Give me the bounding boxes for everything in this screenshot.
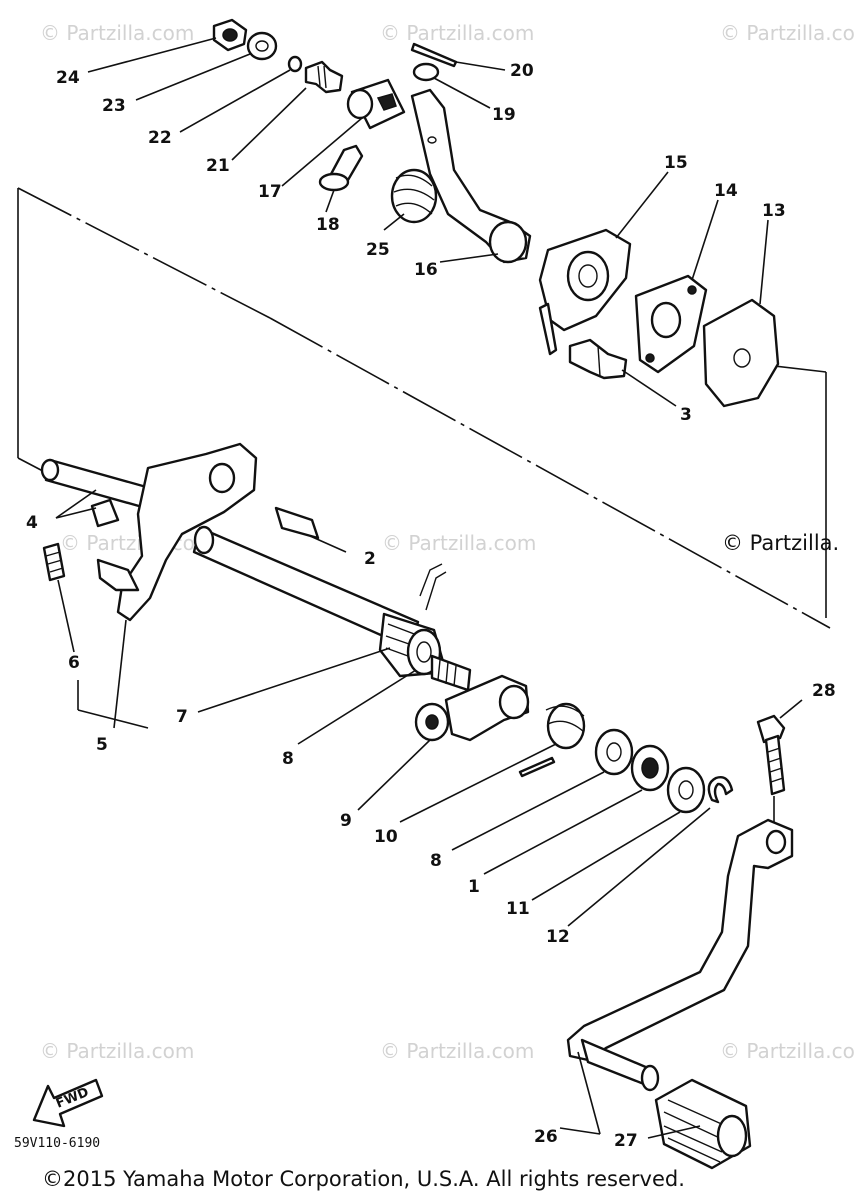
callout-23: 23 — [102, 96, 126, 116]
part-6-spring — [42, 542, 66, 582]
callout-22: 22 — [148, 128, 172, 148]
watermark-text: © Partzilla.com — [60, 531, 214, 555]
callout-4: 4 — [26, 513, 38, 533]
callout-26: 26 — [534, 1127, 558, 1147]
part-8-washer-lower — [594, 728, 634, 776]
watermark-text: © Partzilla.com — [720, 1039, 854, 1063]
part-15-cam-plate — [538, 228, 632, 356]
callout-1: 1 — [468, 877, 480, 897]
part-22-oring — [287, 55, 303, 73]
assembly-frame — [17, 187, 831, 629]
callout-11: 11 — [506, 899, 530, 919]
fwd-arrow-icon: FWD — [32, 1078, 104, 1128]
callout-2: 2 — [364, 549, 376, 569]
copyright-notice: ©2015 Yamaha Motor Corporation, U.S.A. A… — [42, 1167, 685, 1191]
part-25-spring — [390, 168, 438, 224]
part-13-segment — [702, 298, 780, 408]
part-28-bolt — [756, 714, 786, 796]
callout-28: 28 — [812, 681, 836, 701]
part-4-shift-shaft — [40, 458, 152, 510]
callout-25: 25 — [366, 240, 390, 260]
part-23-washer — [246, 31, 278, 61]
part-1-bushing — [630, 744, 670, 792]
watermark-text: © Partzilla.com — [40, 21, 194, 45]
callout-24: 24 — [56, 68, 80, 88]
part-10-spring — [518, 702, 586, 778]
leader-lines — [55, 37, 803, 1139]
watermark-text: © Partzilla.com — [380, 1039, 534, 1063]
callout-16: 16 — [414, 260, 438, 280]
callout-13: 13 — [762, 201, 786, 221]
diagram-code: 59V110-6190 — [14, 1136, 100, 1151]
part-9-lever — [444, 674, 530, 742]
watermark-text: © Partzilla.com — [380, 21, 534, 45]
callout-12: 12 — [546, 927, 570, 947]
watermark-text-dark: © Partzilla. — [722, 531, 839, 555]
callout-9: 9 — [340, 811, 352, 831]
watermarks: © Partzilla.com © Partzilla.com © Partzi… — [40, 21, 854, 1063]
callout-3: 3 — [680, 405, 692, 425]
part-2-pin — [274, 506, 320, 540]
callout-10: 10 — [374, 827, 398, 847]
part-19-washer — [412, 62, 440, 82]
callout-21: 21 — [206, 156, 230, 176]
part-18-pin — [318, 144, 364, 192]
part-9-collar — [414, 702, 450, 742]
watermark-text: © Partzilla.com — [382, 531, 536, 555]
callout-numbers: 24 23 22 21 17 18 25 16 20 19 15 14 13 3… — [26, 61, 836, 1151]
callout-14: 14 — [714, 181, 738, 201]
part-26-shift-pedal — [566, 818, 794, 1092]
part-16-shift-arm — [410, 88, 532, 264]
part-14-plate — [634, 274, 708, 374]
callout-8-lower: 8 — [430, 851, 442, 871]
callout-20: 20 — [510, 61, 534, 81]
callout-6: 6 — [68, 653, 80, 673]
part-4-bracket — [90, 498, 120, 528]
part-5-shift-lever — [96, 442, 258, 622]
callout-18: 18 — [316, 215, 340, 235]
callout-19: 19 — [492, 105, 516, 125]
callout-15: 15 — [664, 153, 688, 173]
callout-7: 7 — [176, 707, 188, 727]
watermark-text: © Partzilla.com — [40, 1039, 194, 1063]
part-20-cotter-pin — [410, 42, 458, 68]
callout-27: 27 — [614, 1131, 638, 1151]
part-27-rubber — [654, 1078, 752, 1170]
part-7-spline-end — [430, 654, 472, 692]
part-24-nut — [212, 18, 248, 52]
part-17-joint — [346, 78, 406, 130]
part-21-bolt — [304, 60, 344, 94]
callout-17: 17 — [258, 182, 282, 202]
watermark-text: © Partzilla.com — [720, 21, 854, 45]
part-12-clip — [707, 776, 734, 804]
part-11-washer — [666, 766, 706, 814]
callout-8-upper: 8 — [282, 749, 294, 769]
callout-5: 5 — [96, 735, 108, 755]
part-3-bolt — [568, 338, 628, 380]
